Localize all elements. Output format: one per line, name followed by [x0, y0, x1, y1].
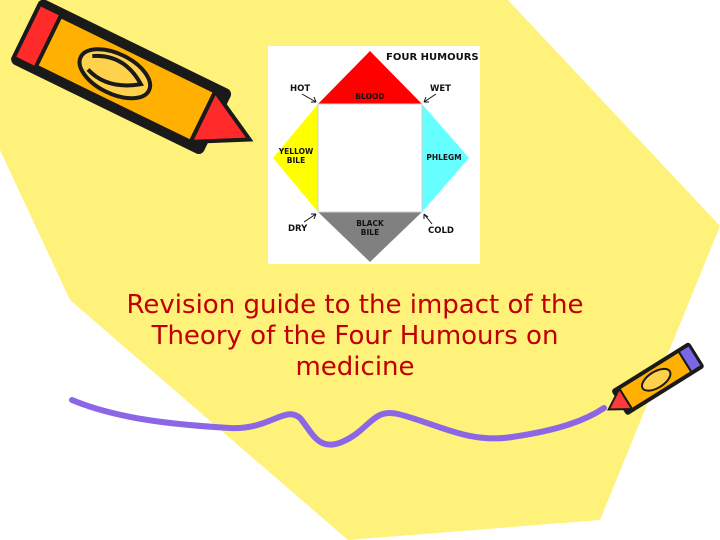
title-line-2: Theory of the Four Humours on — [151, 321, 559, 351]
slide-title: Revision guide to the impact of the Theo… — [70, 290, 640, 383]
dry-label: DRY — [288, 224, 308, 234]
center-square — [317, 103, 423, 213]
small-pencil-icon — [607, 342, 704, 415]
phlegm-label: PHLEGM — [426, 153, 461, 162]
phlegm-triangle — [422, 104, 469, 212]
yellow-bile-label-line1: YELLOW — [278, 147, 314, 156]
black-bile-label-line1: BLACK — [356, 219, 385, 228]
diagram-title: FOUR HUMOURS — [386, 52, 479, 63]
wet-label: WET — [430, 84, 451, 94]
yellow-bile-label-line2: BILE — [287, 156, 305, 165]
black-bile-label-line2: BILE — [361, 228, 379, 237]
wet-arrow — [423, 93, 437, 103]
blood-triangle — [318, 51, 422, 104]
hot-label: HOT — [290, 84, 310, 94]
title-line-3: medicine — [295, 352, 415, 382]
hot-arrow — [301, 93, 317, 103]
black-bile-triangle — [318, 212, 422, 262]
dry-arrow — [303, 213, 317, 223]
blood-label: BLOOD — [355, 92, 384, 101]
big-pencil-icon — [10, 0, 254, 155]
cold-label: COLD — [428, 226, 454, 236]
yellow-bile-triangle — [273, 104, 318, 212]
wavy-line — [69, 397, 607, 448]
title-line-1: Revision guide to the impact of the — [126, 290, 584, 320]
cold-arrow — [423, 213, 433, 225]
four-humours-diagram: FOUR HUMOURS BLOOD YELLOW BILE PHLEGM BL… — [268, 46, 480, 264]
